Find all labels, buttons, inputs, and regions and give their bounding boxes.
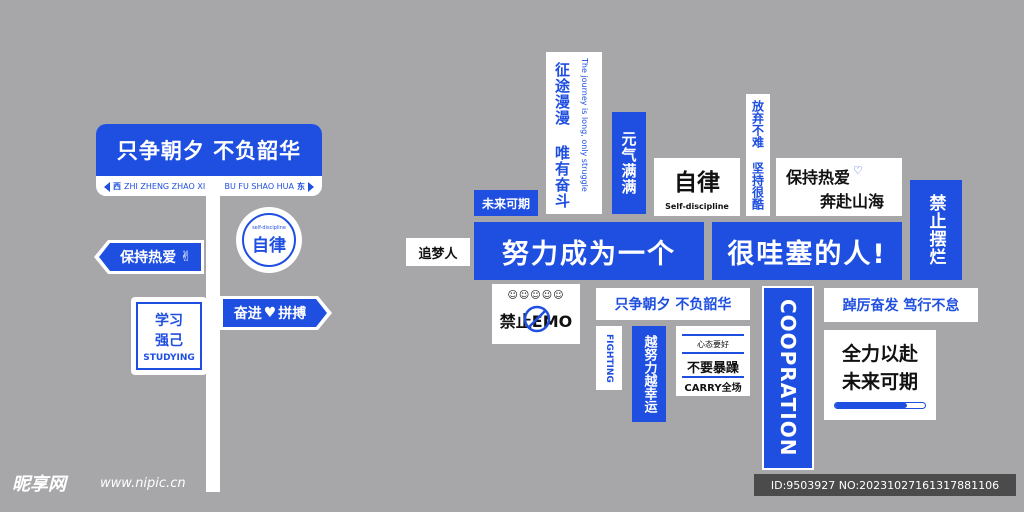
jinzhi-emo-card: ☺☺☺☺☺ 禁止EMO <box>492 284 580 344</box>
right-arrow-text-a: 奋进 <box>233 306 262 322</box>
fighting-card: FIGHTING <box>596 326 622 390</box>
carry-text: CARRY全场 <box>684 382 742 394</box>
east-arrow-icon <box>308 181 314 192</box>
east-pinyin: BU FU SHAO HUA <box>224 182 295 191</box>
signpost-pole <box>206 190 220 492</box>
xintai-text: 心态要好 <box>697 339 729 349</box>
zhuli-card: 踔厉奋发 笃行不怠 <box>824 288 978 322</box>
left-arrow-sign: 保持热爱 ✌ <box>94 240 204 274</box>
buyao-text: 不要暴躁 <box>686 360 739 376</box>
zhuli-text: 踔厉奋发 笃行不怠 <box>842 298 960 314</box>
journey-cn: 征途漫漫 唯有奋斗 <box>553 62 571 209</box>
journey-card: 征途漫漫 唯有奋斗 The journey is long, only stru… <box>546 52 602 214</box>
watermark-logo: 昵享网 <box>12 474 66 495</box>
study-line1: 学习 <box>155 312 183 329</box>
self-discipline-circle-sign: self-discipline 自律 <box>236 207 302 273</box>
image-id-bar: ID:9503927 NO:20231027161317881106 <box>754 474 1016 496</box>
progress-bar <box>834 402 926 409</box>
signpost-main-title: 只争朝夕 不负韶华 <box>96 124 322 176</box>
top-rule <box>682 334 744 336</box>
zhizheng-text: 只争朝夕 不负韶华 <box>614 297 732 313</box>
heart-icon: ♥ <box>263 305 277 321</box>
yuenuli-card: 越努力越幸运 <box>632 326 666 422</box>
quanli-line1: 全力以赴 <box>841 342 918 365</box>
west-pinyin: ZHI ZHENG ZHAO XI <box>124 182 206 191</box>
signpost-main-sign: 只争朝夕 不负韶华 西 ZHI ZHENG ZHAO XI BU FU SHAO… <box>96 124 322 196</box>
yuanqi-card: 元气满满 <box>612 112 646 214</box>
buyao-card: 心态要好 不要暴躁 CARRY全场 <box>676 326 750 396</box>
zhizheng-card: 只争朝夕 不负韶华 <box>596 288 750 320</box>
zilv-en: Self-discipline <box>665 201 729 211</box>
fangqi-text: 放弃不难 坚持很酷 <box>750 100 765 210</box>
progress-fill <box>835 403 907 408</box>
baochi-card: 保持热爱 ♡ 奔赴山海 <box>776 158 902 216</box>
cooperation-text: COOPRATION <box>776 299 800 457</box>
journey-en: The journey is long, only struggle <box>580 58 589 192</box>
jinzhi-bailan-text: 禁止摆烂 <box>925 194 946 266</box>
west-char: 西 <box>113 182 121 191</box>
image-id-text: ID:9503927 NO:20231027161317881106 <box>770 478 1000 492</box>
east-char: 东 <box>297 182 305 191</box>
quanli-card: 全力以赴 未来可期 <box>824 330 936 420</box>
baochi-line1: 保持热爱 <box>786 168 851 187</box>
signpost-direction-row: 西 ZHI ZHENG ZHAO XI BU FU SHAO HUA 东 <box>96 177 322 196</box>
prohibited-icon <box>523 305 551 333</box>
cooperation-card: COOPRATION <box>762 286 814 470</box>
bottom-rule <box>682 376 744 378</box>
emoji-row: ☺☺☺☺☺ <box>507 289 565 301</box>
fighting-text: FIGHTING <box>604 333 614 383</box>
weilai-text: 未来可期 <box>481 196 530 211</box>
zhuimeng-text: 追梦人 <box>418 246 458 262</box>
left-arrow-text: 保持热爱 <box>120 250 177 266</box>
right-arrow-sign: 奋进 ♥ 拼搏 <box>220 296 332 330</box>
finger-heart-icon: ♡ <box>853 164 863 177</box>
victory-hand-icon: ✌ <box>180 249 192 265</box>
right-arrow-text-b: 拼搏 <box>278 306 307 322</box>
circle-main-text: 自律 <box>252 235 286 256</box>
jinzhi-bailan-card: 禁止摆烂 <box>910 180 962 280</box>
henwa-card: 很哇塞的人! <box>712 222 902 280</box>
yuenuli-text: 越努力越幸运 <box>641 335 657 413</box>
nuli-card: 努力成为一个 <box>474 222 704 280</box>
henwa-text: 很哇塞的人! <box>727 238 887 270</box>
yuanqi-text: 元气满满 <box>619 131 638 195</box>
quanli-line2: 未来可期 <box>841 370 918 393</box>
nuli-text: 努力成为一个 <box>502 238 676 270</box>
study-line2: 强己 <box>155 332 183 349</box>
study-en: STUDYING <box>143 352 195 363</box>
mid-rule <box>682 352 744 354</box>
west-arrow-icon <box>104 181 110 192</box>
watermark-url: www.nipic.cn <box>100 476 186 491</box>
zilv-card: 自律 Self-discipline <box>654 158 740 216</box>
circle-small-text: self-discipline <box>252 224 286 231</box>
baochi-line2: 奔赴山海 <box>820 192 885 211</box>
studying-sign: 学习 强己 STUDYING <box>131 297 207 375</box>
fangqi-card: 放弃不难 坚持很酷 <box>746 94 770 216</box>
zilv-text: 自律 <box>674 170 720 196</box>
zhuimeng-card: 追梦人 <box>406 238 470 266</box>
weilai-card: 未来可期 <box>474 190 538 216</box>
